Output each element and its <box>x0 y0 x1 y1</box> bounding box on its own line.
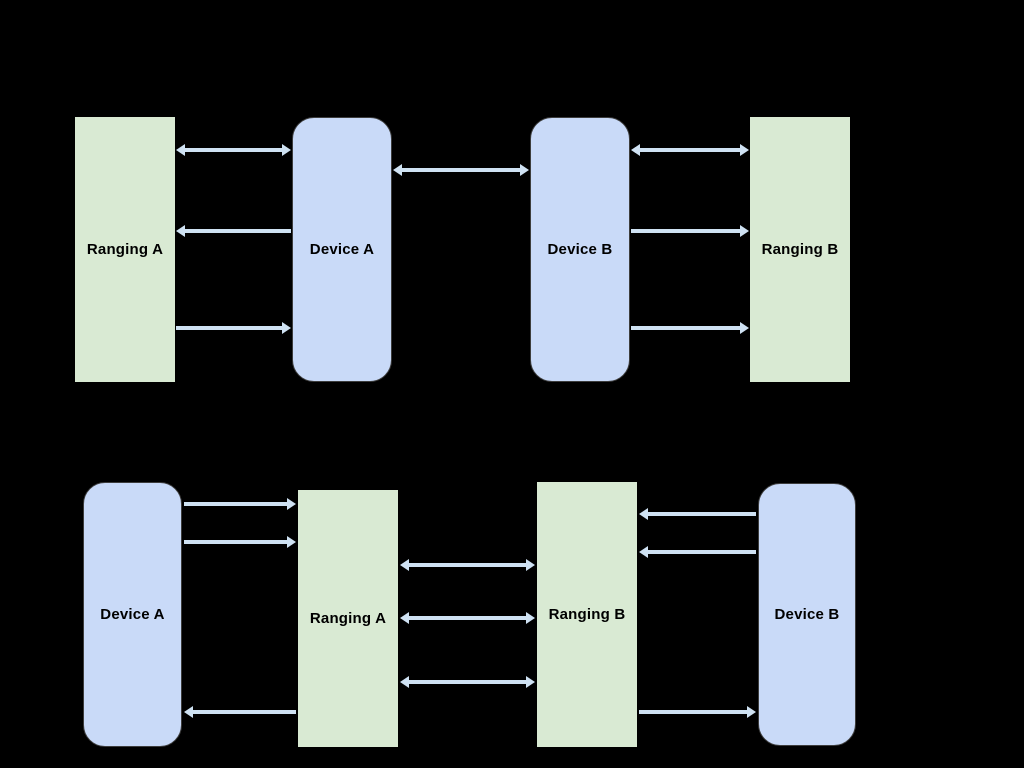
arrow-ranging-a-device-a <box>184 148 283 152</box>
node-device-a: Device A <box>83 482 182 747</box>
arrow-device-a-device-b <box>401 168 521 172</box>
node-label: Ranging A <box>86 241 164 258</box>
arrow-ranging-a-device-a <box>192 710 296 714</box>
arrow-device-b-ranging-b-head-left <box>639 508 648 520</box>
arrow-device-b-ranging-b-head-left <box>631 144 640 156</box>
arrow-device-b-ranging-b-head-right <box>740 225 749 237</box>
arrow-device-b-ranging-b-head-right <box>740 322 749 334</box>
arrow-device-b-ranging-b-head-left <box>639 546 648 558</box>
node-label: Device A <box>309 241 375 258</box>
node-label: Device A <box>100 606 165 623</box>
arrow-device-b-ranging-b <box>647 512 756 516</box>
node-device-a: Device A <box>292 117 392 382</box>
arrow-device-a-ranging-a-head-left <box>176 225 185 237</box>
node-label: Device B <box>774 606 840 623</box>
node-ranging-b: Ranging B <box>537 482 637 747</box>
node-label: Ranging B <box>761 241 839 258</box>
node-device-b: Device B <box>758 483 856 746</box>
node-label: Ranging A <box>309 610 387 627</box>
arrow-device-a-device-b-head-left <box>393 164 402 176</box>
arrow-ranging-a-ranging-b <box>408 616 527 620</box>
arrow-device-b-ranging-b-head-right <box>740 144 749 156</box>
arrow-device-a-device-b-head-right <box>520 164 529 176</box>
arrow-ranging-a-ranging-b <box>408 563 527 567</box>
arrow-ranging-a-ranging-b-head-right <box>526 612 535 624</box>
arrow-device-b-ranging-b <box>631 229 741 233</box>
node-ranging-a: Ranging A <box>298 490 398 747</box>
arrow-device-a-ranging-a <box>184 502 288 506</box>
arrow-device-a-ranging-a-head-right <box>287 498 296 510</box>
arrow-ranging-a-device-a <box>176 326 283 330</box>
node-ranging-a: Ranging A <box>75 117 175 382</box>
node-label: Ranging B <box>548 606 626 623</box>
arrow-device-b-ranging-b <box>631 326 741 330</box>
arrow-device-a-ranging-a <box>184 229 291 233</box>
arrow-device-b-ranging-b <box>647 550 756 554</box>
arrow-ranging-a-ranging-b-head-left <box>400 676 409 688</box>
arrow-ranging-a-ranging-b <box>408 680 527 684</box>
node-device-b: Device B <box>530 117 630 382</box>
node-ranging-b: Ranging B <box>750 117 850 382</box>
arrow-ranging-a-ranging-b-head-left <box>400 612 409 624</box>
arrow-device-a-ranging-a <box>184 540 288 544</box>
arrow-ranging-a-device-a-head-left <box>184 706 193 718</box>
node-label: Device B <box>547 241 613 258</box>
arrow-ranging-a-device-a-head-left <box>176 144 185 156</box>
arrow-ranging-a-ranging-b-head-left <box>400 559 409 571</box>
arrow-ranging-a-ranging-b-head-right <box>526 559 535 571</box>
arrow-ranging-a-device-a-head-right <box>282 144 291 156</box>
arrow-ranging-b-device-b-head-right <box>747 706 756 718</box>
arrow-ranging-b-device-b <box>639 710 748 714</box>
arrow-ranging-a-device-a-head-right <box>282 322 291 334</box>
arrow-device-b-ranging-b <box>639 148 741 152</box>
arrow-ranging-a-ranging-b-head-right <box>526 676 535 688</box>
arrow-device-a-ranging-a-head-right <box>287 536 296 548</box>
